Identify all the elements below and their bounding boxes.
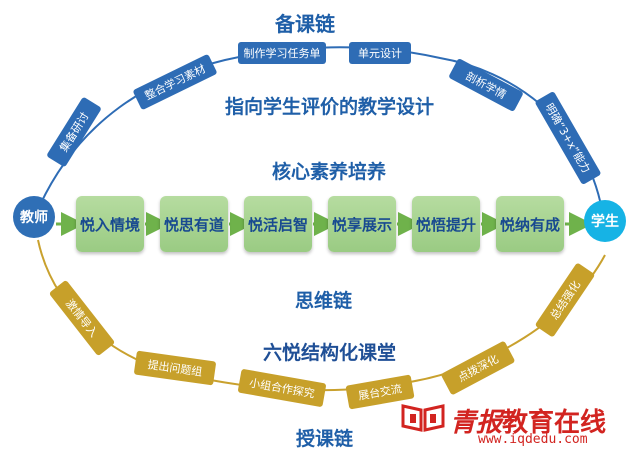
prep-step-5: 剖析学情: [449, 58, 523, 112]
teach-step-3-box: [238, 369, 326, 407]
joy-step-3: 悦活启智: [244, 196, 312, 252]
prep-chain-line: [39, 46, 603, 211]
teach-step-5-box: [441, 341, 515, 395]
teach-chain-title: 授课链: [296, 428, 354, 450]
prep-chain-subtitle: 指向学生评价的教学设计: [225, 96, 435, 118]
prep-step-1: 集备研讨: [47, 97, 101, 167]
watermark-brand-script: 青报: [450, 408, 503, 438]
prep-step-6: 明确“3+x”能力: [535, 92, 601, 184]
teach-step-2: 提出问题组: [134, 350, 216, 386]
teach-step-1-box: [49, 280, 115, 356]
prep-step-4-label: 单元设计: [358, 47, 402, 60]
teacher-node: 教师: [13, 196, 55, 238]
book-logo-icon: [401, 404, 445, 432]
teach-step-6-box: [535, 263, 595, 337]
joy-step-5: 悦悟提升: [412, 196, 480, 252]
core-competency-title: 核心素养培养: [272, 161, 387, 183]
prep-step-2: 整合学习素材: [133, 54, 217, 110]
prep-step-3-box: [238, 42, 326, 64]
watermark: 青报教育在线 www.iqdedu.com: [400, 400, 640, 451]
student-node: 学生: [584, 200, 626, 242]
joy-step-6: 悦纳有成: [496, 196, 564, 252]
joy-step-4: 悦享展示: [328, 196, 396, 252]
joy-step-1: 悦入情境: [76, 196, 144, 252]
teach-step-1: 激情导入: [49, 280, 115, 356]
watermark-brand-text: 教育在线: [502, 408, 607, 438]
teach-step-2-box: [134, 350, 216, 386]
prep-step-4-box: [349, 42, 411, 64]
teach-step-4: 展台交流: [345, 374, 415, 410]
watermark-brand: 青报教育在线: [450, 402, 606, 439]
prep-step-4: 单元设计: [349, 42, 411, 64]
prep-step-3-label: 制作学习任务单: [244, 46, 321, 60]
prep-step-1-box: [47, 97, 101, 167]
thinking-chain-title: 思维链: [295, 290, 353, 312]
prep-step-5-box: [449, 58, 523, 112]
watermark-url: www.iqdedu.com: [478, 432, 588, 447]
teach-step-6: 总结强化: [535, 263, 595, 337]
teach-step-4-box: [345, 374, 415, 410]
prep-step-6-label: 明确“3+x”能力: [542, 101, 593, 176]
six-joy-classroom-title: 六悦结构化课堂: [263, 342, 397, 364]
joy-step-2: 悦思有道: [160, 196, 228, 252]
prep-step-3: 制作学习任务单: [238, 42, 326, 64]
teach-step-5: 点拨深化: [441, 341, 515, 395]
prep-step-6-box: [535, 92, 601, 184]
teach-step-3: 小组合作探究: [238, 369, 326, 407]
teach-chain: 激情导入提出问题组小组合作探究展台交流点拨深化总结强化: [49, 263, 595, 410]
teach-chain-line: [37, 239, 606, 392]
prep-step-2-box: [133, 54, 217, 110]
prep-chain-title: 备课链: [275, 12, 335, 36]
